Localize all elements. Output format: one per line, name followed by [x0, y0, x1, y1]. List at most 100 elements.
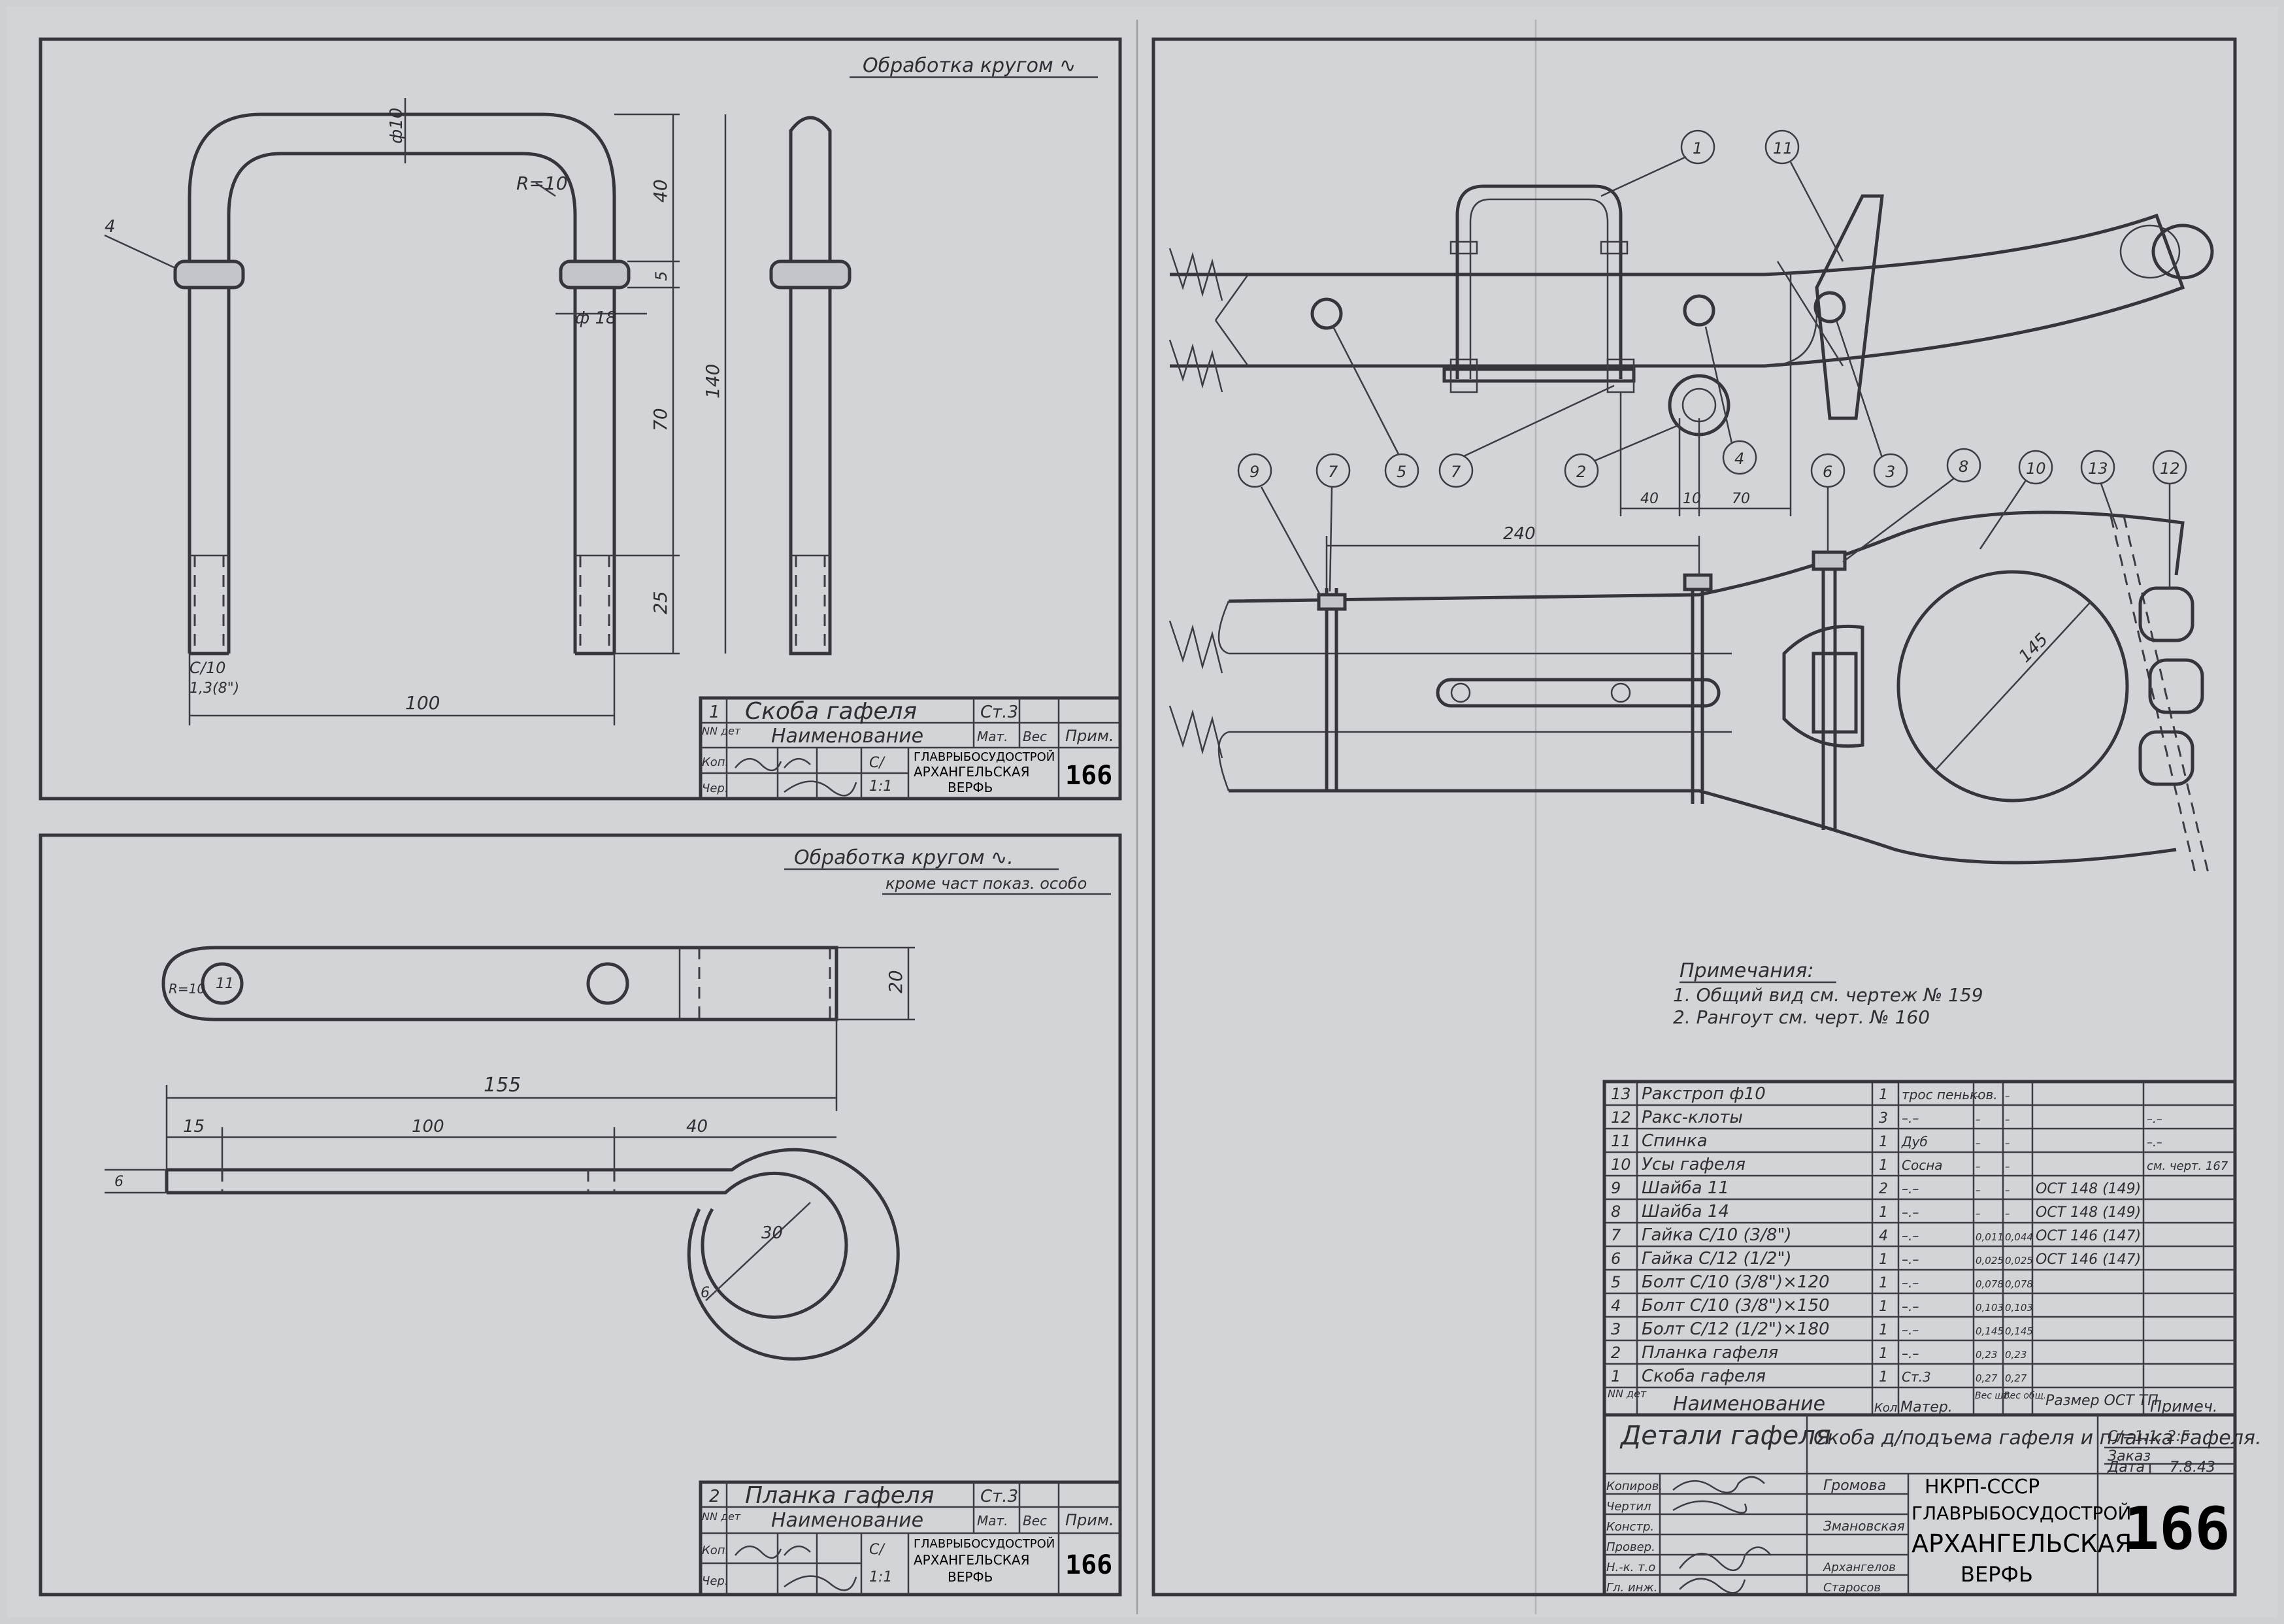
- dimensions-b[interactable]: R=10 11 20 155 15 100 40 6 30 6: [105, 946, 915, 1301]
- svg-text:3: 3: [1885, 463, 1895, 481]
- svg-text:9: 9: [1250, 463, 1259, 481]
- parts-cell-w1: 0,011: [1976, 1231, 2004, 1243]
- dim-r10: R=10: [169, 981, 205, 997]
- washer-right: [559, 259, 631, 290]
- parts-cell-qty: 1: [1879, 1157, 1888, 1174]
- parts-cell-qty: 1: [1879, 1134, 1888, 1150]
- dim-v40: 40: [650, 179, 671, 203]
- parts-cell-qty: 1: [1879, 1251, 1888, 1268]
- dim-v140: 140: [702, 364, 723, 399]
- parts-cell-w2: 0,27: [2005, 1372, 2027, 1384]
- parts-cell-w2: –: [2005, 1161, 2010, 1172]
- svg-text:Вес общ.: Вес общ.: [2004, 1391, 2046, 1401]
- signature: [784, 1575, 857, 1591]
- frame-panel-b: [39, 833, 1122, 1597]
- hdr-note: Прим.: [1065, 1511, 1114, 1529]
- callout-3: [1873, 453, 1908, 488]
- parts-cell-no: 1: [1611, 1367, 1621, 1385]
- svg-text:10: 10: [2026, 459, 2046, 478]
- processing-note: Обработка кругом ∿: [863, 54, 1076, 77]
- hdr-weight: Вес: [1023, 729, 1047, 744]
- org-1: ГЛАВРЫБОСУДОСТРОЙ: [914, 1536, 1055, 1551]
- parts-cell-mat: –.–: [1902, 1110, 1919, 1126]
- parts-cell-std: ОСТ 146 (147): [2036, 1251, 2141, 1268]
- parts-cell-no: 13: [1611, 1085, 1631, 1103]
- parts-cell-w1: –: [1976, 1184, 1981, 1196]
- row-copy: Коп.: [702, 1544, 729, 1557]
- parts-cell-name: Шайба 11: [1642, 1178, 1729, 1198]
- parts-cell-no: 3: [1611, 1320, 1621, 1338]
- sheet-number-b: 166: [1065, 1550, 1112, 1580]
- dimensions-a[interactable]: ф10 R=10 4 ф 18 40 5 70 25 140 100 С/10 …: [104, 98, 727, 725]
- dim-h100: 100: [412, 1117, 444, 1136]
- parts-cell-mat: –.–: [1902, 1322, 1919, 1338]
- title-block-a: 1 Скоба гафеля Ст.3 NN дет Наименование …: [699, 696, 1122, 801]
- parts-cell-mat: Сосна: [1902, 1157, 1943, 1173]
- svg-text:Чертил: Чертил: [1606, 1500, 1651, 1514]
- dim-70: 70: [1732, 491, 1750, 507]
- svg-text:Кол.: Кол.: [1874, 1401, 1901, 1415]
- parts-cell-w1: –: [1976, 1208, 1981, 1219]
- parts-cell-name: Гайка С/12 (1/2"): [1642, 1249, 1792, 1268]
- item-name: Планка гафеля: [745, 1482, 935, 1509]
- signature: [735, 758, 811, 771]
- parts-cell-mat: –.–: [1902, 1204, 1919, 1220]
- item-material: Ст.3: [980, 1487, 1018, 1506]
- sheet-frames: [7, 7, 2277, 1617]
- parts-cell-no: 2: [1611, 1344, 1621, 1362]
- parts-cell-mat: Ст.3: [1902, 1369, 1931, 1385]
- notes: Примечания: 1. Общий вид см. чертеж № 15…: [1673, 959, 1983, 1028]
- parts-cell-mat: трос пеньков.: [1902, 1087, 1998, 1102]
- sheet-number-main: 166: [2124, 1495, 2230, 1563]
- dim-d18: ф 18: [575, 308, 617, 328]
- parts-cell-name: Болт С/12 (1/2")×180: [1642, 1319, 1830, 1339]
- org-2: АРХАНГЕЛЬСКАЯ: [914, 1552, 1030, 1568]
- callouts-top[interactable]: 1 11 5 7 2 4 3: [1332, 129, 1908, 488]
- parts-cell-w2: –: [2005, 1090, 2010, 1102]
- parts-cell-name: Спинка: [1642, 1131, 1708, 1151]
- dim-h15: 15: [183, 1117, 205, 1136]
- svg-text:Наименование: Наименование: [1673, 1393, 1825, 1416]
- order-label: Заказ: [2108, 1448, 2151, 1465]
- scale-label: С/: [869, 755, 885, 771]
- parts-header: NN дет Наименование Кол. Матер. Вес шт. …: [1608, 1387, 2218, 1416]
- parts-cell-name: Шайба 14: [1642, 1202, 1729, 1221]
- parts-cell-mat: –.–: [1902, 1275, 1919, 1291]
- processing-note-2: кроме част показ. особо: [885, 874, 1087, 893]
- parts-cell-qty: 1: [1879, 1346, 1888, 1362]
- parts-cell-std: ОСТ 146 (147): [2036, 1228, 2141, 1244]
- parts-cell-no: 5: [1611, 1273, 1621, 1291]
- parts-cell-w2: –: [2005, 1208, 2010, 1219]
- parts-cell-name: Ракстроп ф10: [1642, 1084, 1766, 1104]
- dimensions-c-top[interactable]: 40 10 70: [1619, 274, 1792, 516]
- parts-cell-name: Усы гафеля: [1642, 1155, 1746, 1174]
- svg-text:NN дет: NN дет: [1608, 1387, 1647, 1400]
- svg-text:Примеч.: Примеч.: [2150, 1397, 2218, 1416]
- notes-title: Примечания:: [1680, 959, 1814, 982]
- svg-text:6: 6: [1823, 463, 1832, 481]
- dim-r6: 6: [701, 1285, 710, 1301]
- parts-cell-no: 7: [1611, 1226, 1621, 1244]
- signature: [735, 1546, 811, 1559]
- svg-text:Провер.: Провер.: [1606, 1540, 1655, 1554]
- svg-text:2: 2: [1576, 463, 1586, 481]
- hdr-note: Прим.: [1065, 727, 1114, 745]
- dim-40: 40: [1640, 491, 1659, 507]
- parts-cell-w1: –: [1976, 1090, 1981, 1102]
- note-2: 2. Рангоут см. черт. № 160: [1673, 1006, 1930, 1028]
- hdr-name: Наименование: [771, 725, 923, 748]
- org-3: ВЕРФЬ: [948, 1569, 993, 1585]
- parts-cell-w1: 0,27: [1976, 1372, 1998, 1384]
- panel-b: Обработка кругом ∿. кроме част показ. ос…: [105, 846, 1122, 1597]
- callout-9: [1237, 453, 1272, 488]
- parts-cell-name: Болт С/10 (3/8")×150: [1642, 1296, 1830, 1316]
- item-name: Скоба гафеля: [745, 698, 917, 725]
- parts-cell-qty: 3: [1879, 1110, 1888, 1127]
- callout-13: [2080, 450, 2115, 485]
- callout-2: [1564, 453, 1599, 488]
- svg-text:11: 11: [1773, 139, 1793, 157]
- callouts-mid[interactable]: 9 7 6 8 10 13 12: [1237, 448, 2187, 595]
- dim-v6: 6: [114, 1174, 124, 1190]
- dim-h40: 40: [686, 1117, 708, 1136]
